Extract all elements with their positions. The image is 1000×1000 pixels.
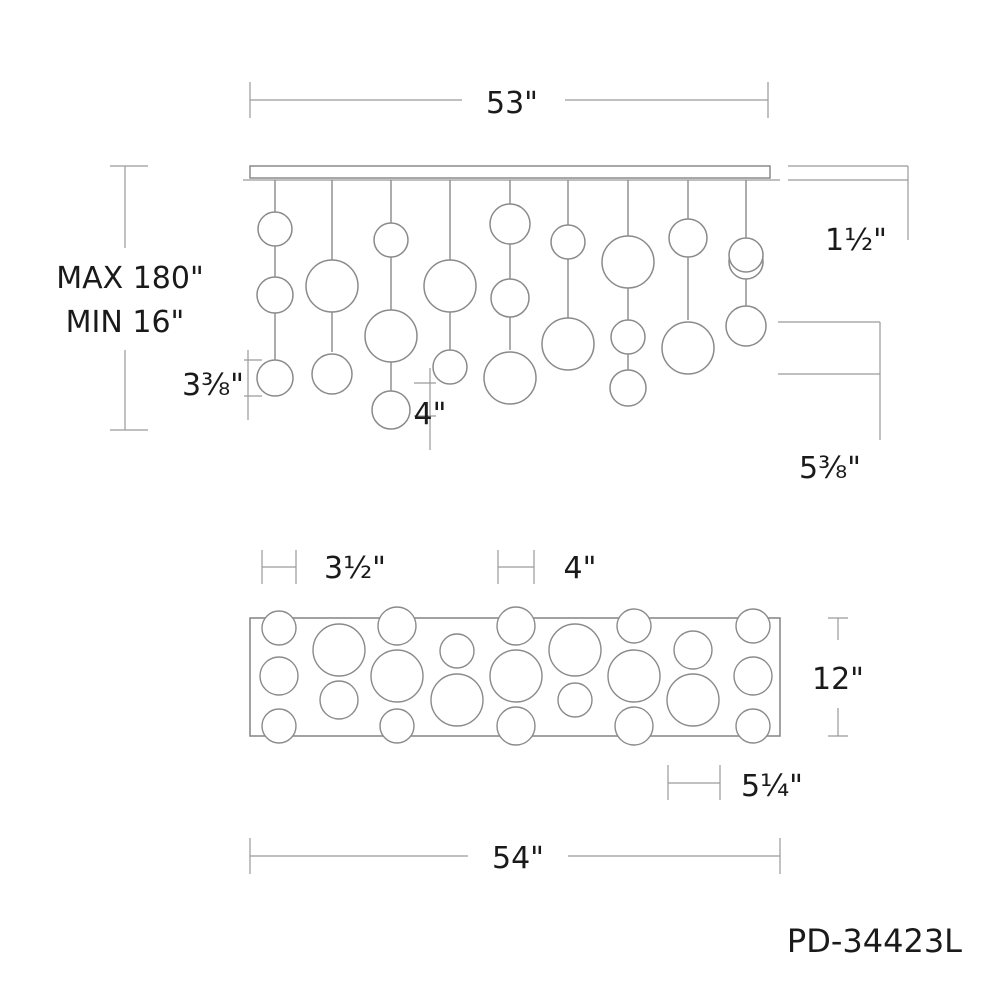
overall-max-label: MAX 180" — [56, 261, 204, 296]
pendant-globes — [256, 203, 767, 430]
globe — [489, 203, 531, 245]
plan-globe — [735, 608, 771, 644]
globe — [728, 237, 764, 273]
plan-globe — [261, 610, 297, 646]
canopy-width-label: 53" — [486, 86, 538, 121]
overall-min-label: MIN 16" — [66, 305, 185, 340]
plan-view — [249, 606, 781, 746]
canopy — [243, 165, 780, 181]
globe — [661, 321, 715, 375]
plan-globe — [379, 708, 415, 744]
globe — [423, 259, 477, 313]
plan-globe — [616, 608, 652, 644]
globe — [373, 222, 409, 258]
globe — [725, 305, 767, 347]
globe — [257, 211, 293, 247]
small-globe-label: 3⅜" — [182, 368, 244, 403]
plan-globe — [312, 623, 366, 677]
globe — [256, 359, 294, 397]
plan-large-label: 5¼" — [741, 769, 803, 804]
canopy-height-label: 1½" — [825, 223, 887, 258]
plan-globe — [489, 649, 543, 703]
globe — [550, 224, 586, 260]
small-globe-dimension: 3⅜" — [182, 350, 262, 420]
plan-globe — [673, 630, 713, 670]
canopy-width-dimension: 53" — [249, 82, 769, 121]
plan-globe — [259, 656, 299, 696]
globe — [432, 349, 468, 385]
globe — [256, 276, 294, 314]
large-globe-dimension: 5⅜" — [778, 321, 881, 486]
plan-globe — [496, 706, 536, 746]
plan-large-dimension: 5¼" — [667, 765, 803, 804]
medium-globe-label: 4" — [414, 397, 447, 432]
model-number: PD-34423L — [787, 922, 962, 960]
plan-globe — [614, 706, 654, 746]
plan-globe — [430, 673, 484, 727]
plan-globe — [377, 606, 417, 646]
globe — [483, 351, 537, 405]
globe — [601, 235, 655, 289]
globe — [541, 317, 595, 371]
plan-medium-label: 4" — [564, 551, 597, 586]
globe — [311, 353, 353, 395]
plan-globe — [261, 708, 297, 744]
large-globe-label: 5⅜" — [799, 451, 861, 486]
globe — [490, 278, 530, 318]
globe — [668, 218, 708, 258]
plan-globe — [607, 649, 661, 703]
globe — [610, 319, 646, 355]
plan-globe — [735, 708, 771, 744]
plan-width-label: 54" — [492, 841, 544, 876]
plan-globe — [733, 656, 773, 696]
plan-globe — [666, 673, 720, 727]
plan-globe — [439, 633, 475, 669]
overall-height-dimension: MAX 180" MIN 16" — [56, 165, 204, 431]
plan-globe — [557, 682, 593, 718]
globe — [364, 309, 418, 363]
plan-depth-dimension: 12" — [812, 617, 864, 737]
plan-globe — [319, 680, 359, 720]
globe — [371, 390, 411, 430]
plan-medium-dimension: 4" — [497, 550, 597, 586]
plan-width-dimension: 54" — [249, 838, 781, 876]
plan-small-label: 3½" — [324, 551, 386, 586]
plan-globe — [548, 623, 602, 677]
plan-globe — [496, 606, 536, 646]
plan-depth-label: 12" — [812, 662, 864, 697]
globe — [609, 369, 647, 407]
plan-small-dimension: 3½" — [261, 550, 386, 586]
plan-globe — [370, 649, 424, 703]
globe — [305, 259, 359, 313]
canopy-height-dimension: 1½" — [788, 165, 909, 258]
medium-globe-dimension: 4" — [414, 368, 447, 450]
